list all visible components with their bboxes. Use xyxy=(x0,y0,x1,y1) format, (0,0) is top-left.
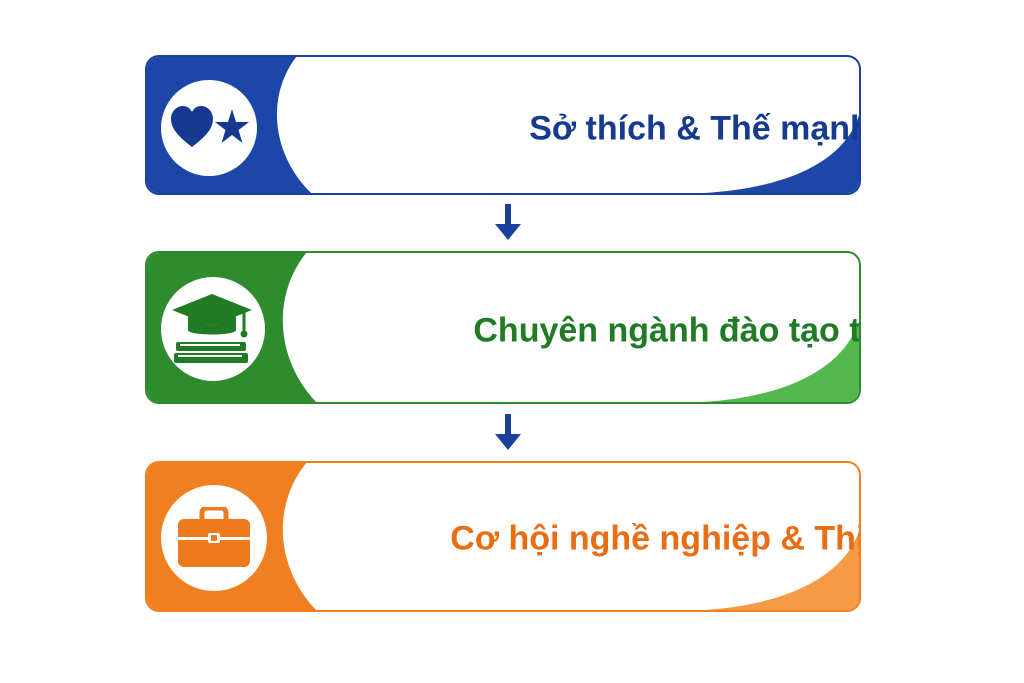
step-card-career-market: Cơ hội nghề nghiệp & Thị trường xyxy=(145,461,861,612)
step-card-interests-strengths: Sở thích & Thế mạnh xyxy=(145,55,861,195)
arrow-down-icon xyxy=(495,204,521,240)
step-card-majors-in-korea: Chuyên ngành đào tạo tại Hàn xyxy=(145,251,861,404)
step-label: Cơ hội nghề nghiệp & Thị trường xyxy=(450,519,861,558)
heart-star-icon xyxy=(171,106,249,147)
icon-badge xyxy=(161,80,257,176)
step-label: Chuyên ngành đào tạo tại Hàn xyxy=(473,311,861,350)
icon-badge xyxy=(161,277,265,381)
arrow-down-icon xyxy=(495,414,521,450)
graduation-cap-books-icon xyxy=(172,294,252,363)
briefcase-icon xyxy=(178,507,250,567)
step-label: Sở thích & Thế mạnh xyxy=(529,109,861,148)
icon-badge xyxy=(161,485,267,591)
